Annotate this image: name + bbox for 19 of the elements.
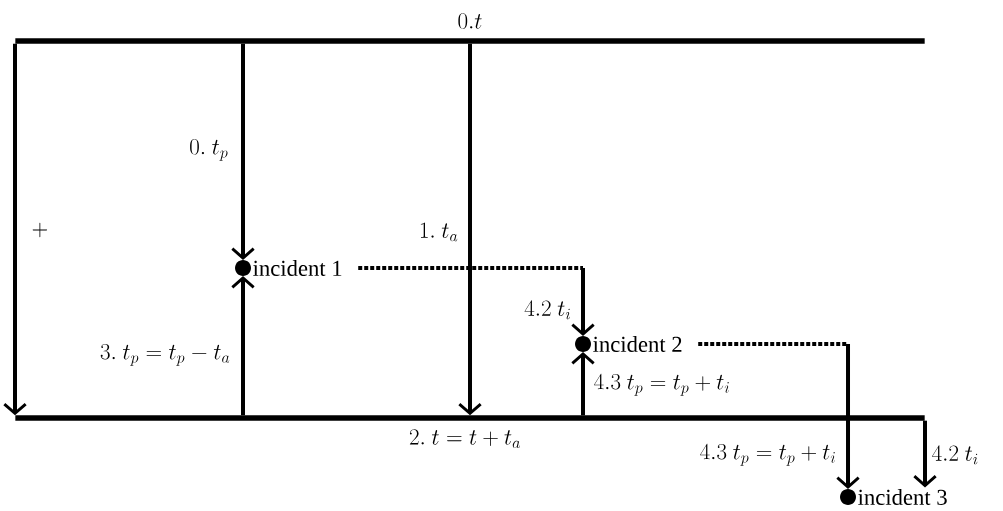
edge-label: $4.2\ t_i$ — [932, 445, 978, 465]
edge-label: $3.\ t_p = t_p - t_a$ — [100, 343, 230, 366]
edge-label: $4.3\ t_p = t_p + t_i$ — [594, 373, 729, 396]
arrow — [3, 43, 27, 416]
arrow — [913, 420, 937, 488]
edge-label: $1.\ t_a$ — [420, 222, 458, 242]
arrow — [571, 352, 595, 416]
arrow — [358, 266, 595, 336]
timeline-bar — [15, 38, 925, 44]
time-label: $0.t$ — [458, 13, 482, 29]
edge-label: $4.2\ t_i$ — [524, 300, 570, 320]
time-label: $2.\ t = t + t_a$ — [409, 429, 520, 449]
timeline-bar — [15, 415, 925, 421]
arrow — [458, 43, 482, 416]
edge-label: $0.\ t_p$ — [190, 138, 228, 161]
arrow — [231, 43, 255, 260]
edge-label: $+$ — [32, 222, 48, 238]
arrow — [231, 276, 255, 416]
edge-label: $4.3\ t_p = t_p + t_i$ — [700, 443, 835, 466]
